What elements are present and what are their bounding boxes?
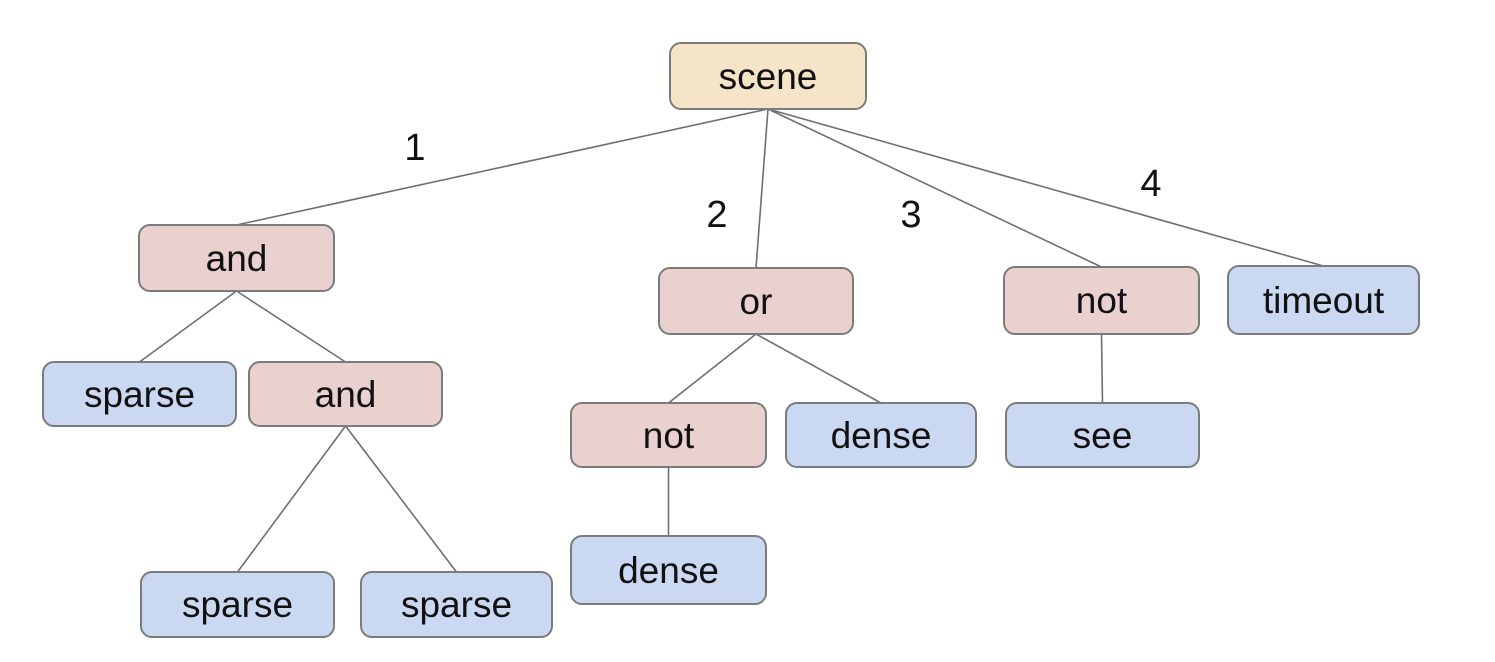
node-scene: scene (669, 42, 867, 110)
node-sparse2: sparse (140, 571, 335, 638)
edge-scene-timeout1 (767, 108, 1324, 267)
node-sparse3: sparse (360, 571, 553, 638)
edge-scene-and1 (236, 108, 769, 226)
node-sparse1: sparse (42, 361, 237, 427)
node-or1: or (658, 267, 854, 335)
edge-not1-see1 (1100, 333, 1104, 404)
edge-label-3: 3 (900, 194, 922, 236)
edge-scene-or1 (755, 108, 769, 269)
edge-scene-not1 (767, 108, 1102, 268)
node-see1: see (1005, 402, 1200, 468)
edge-label-1: 1 (404, 127, 426, 169)
node-timeout1: timeout (1227, 265, 1420, 335)
edge-and2-sparse3 (344, 425, 458, 573)
edge-and1-sparse1 (139, 290, 237, 363)
edge-and1-and2 (236, 290, 346, 363)
edge-or1-not2 (668, 333, 757, 404)
node-dense1: dense (785, 402, 977, 468)
node-not2: not (570, 402, 767, 468)
edge-label-2: 2 (706, 194, 728, 236)
node-dense2: dense (570, 535, 767, 605)
edge-label-4: 4 (1140, 163, 1162, 205)
node-and1: and (138, 224, 335, 292)
node-and2: and (248, 361, 443, 427)
edge-or1-dense1 (755, 333, 882, 404)
edge-and2-sparse2 (236, 425, 347, 573)
node-not1: not (1003, 266, 1200, 335)
